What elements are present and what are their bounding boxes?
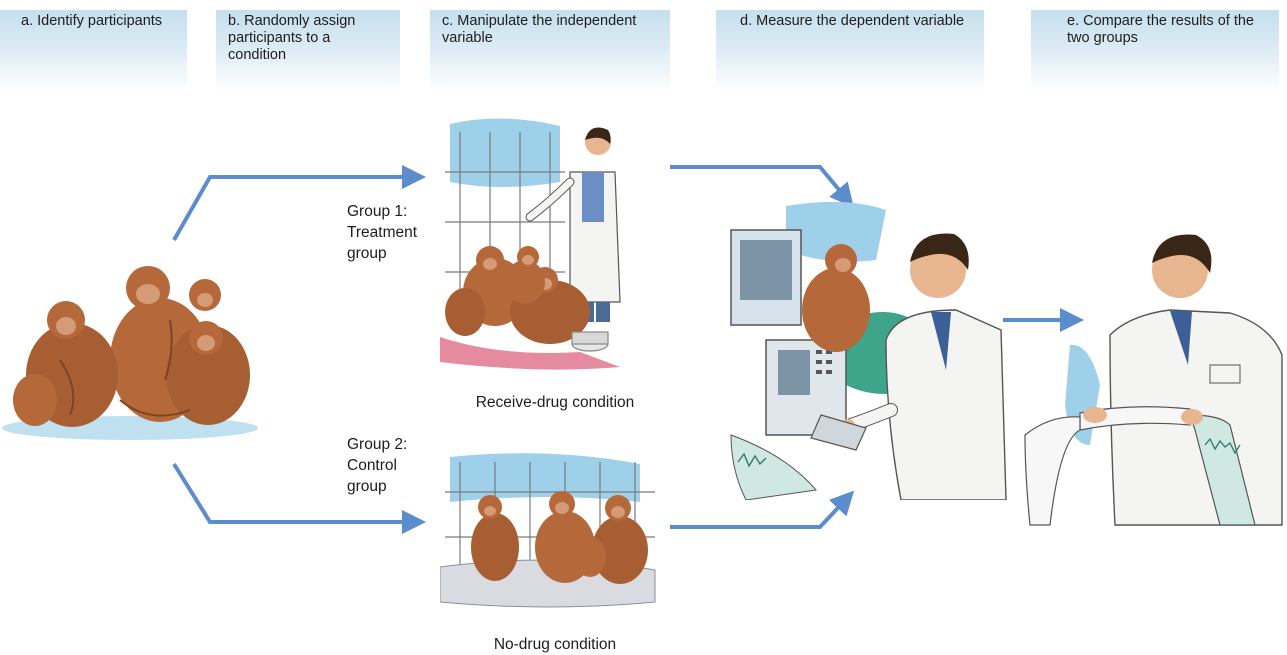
measurement-illustration	[726, 200, 1010, 500]
group2-number: Group 2:	[347, 434, 407, 455]
group1-name: Treatment	[347, 222, 417, 243]
group1-number: Group 1:	[347, 201, 417, 222]
group2-suffix: group	[347, 476, 407, 497]
group1-label: Group 1: Treatment group	[347, 201, 417, 264]
group2-label: Group 2: Control group	[347, 434, 407, 497]
monkey-group-illustration	[0, 250, 270, 450]
group1-suffix: group	[347, 243, 417, 264]
treatment-group-illustration	[440, 112, 670, 374]
drug-condition-caption: Receive-drug condition	[440, 394, 670, 412]
group2-name: Control	[347, 455, 407, 476]
nodrug-condition-caption: No-drug condition	[440, 636, 670, 654]
control-group-illustration	[440, 452, 670, 612]
compare-results-illustration	[1020, 225, 1287, 550]
arrow-group1-to-measure	[670, 167, 850, 203]
